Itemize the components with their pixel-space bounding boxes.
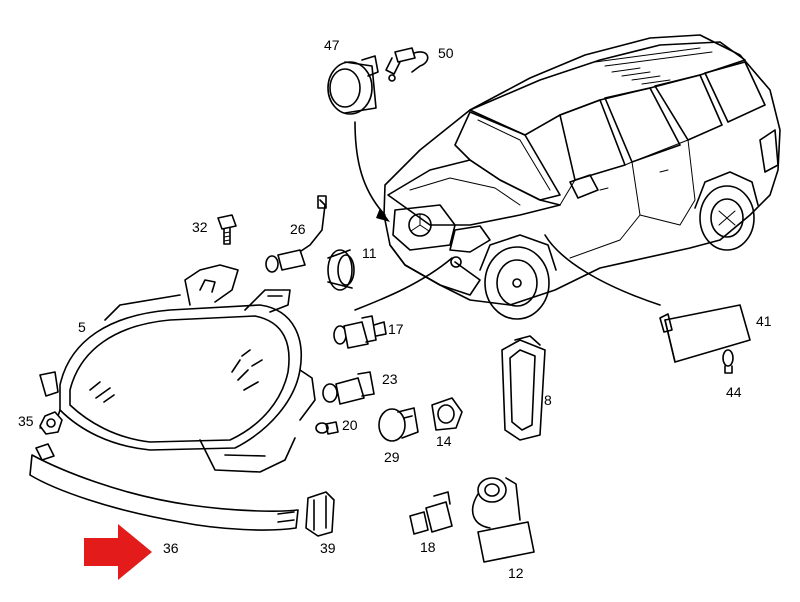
label-26: 26 — [290, 221, 306, 237]
label-5: 5 — [78, 319, 86, 335]
part-47-fog-lamp — [327, 55, 379, 115]
part-36-trim-strip — [29, 443, 299, 531]
part-labels: 5 8 11 12 14 17 18 20 23 26 29 32 35 36 … — [18, 37, 772, 581]
part-26-bulb — [265, 195, 327, 273]
label-12: 12 — [508, 565, 524, 581]
label-36: 36 — [163, 540, 179, 556]
part-14-socket — [431, 397, 463, 431]
part-29-bulb — [378, 407, 419, 442]
part-18-bulb — [409, 491, 453, 535]
part-17-bulb — [333, 315, 387, 349]
label-39: 39 — [320, 540, 336, 556]
part-39-clip — [305, 491, 335, 537]
label-50: 50 — [438, 45, 454, 61]
part-12-harness — [471, 477, 535, 563]
label-11: 11 — [362, 245, 377, 261]
part-20-bulb — [315, 421, 339, 435]
part-50-bulb — [385, 47, 429, 82]
part-23-bulb — [322, 371, 375, 405]
label-41: 41 — [756, 313, 772, 329]
leader-lines — [354, 121, 661, 311]
label-29: 29 — [384, 449, 400, 465]
label-8: 8 — [544, 392, 552, 408]
label-23: 23 — [382, 371, 398, 387]
highlight-arrow — [84, 524, 152, 580]
part-35-nut — [39, 411, 63, 435]
part-44-bulb — [722, 349, 734, 374]
label-35: 35 — [18, 413, 34, 429]
part-11-clip — [327, 249, 355, 291]
label-20: 20 — [342, 417, 358, 433]
part-8-reflector — [501, 335, 546, 441]
part-41-side-marker — [659, 304, 751, 363]
label-17: 17 — [388, 321, 404, 337]
label-44: 44 — [726, 384, 742, 400]
part-5-headlamp — [39, 264, 316, 473]
label-18: 18 — [420, 539, 436, 555]
part-32-screw — [217, 214, 237, 245]
label-14: 14 — [436, 433, 452, 449]
label-47: 47 — [324, 37, 340, 53]
label-32: 32 — [192, 219, 208, 235]
suv-vehicle — [383, 34, 781, 320]
